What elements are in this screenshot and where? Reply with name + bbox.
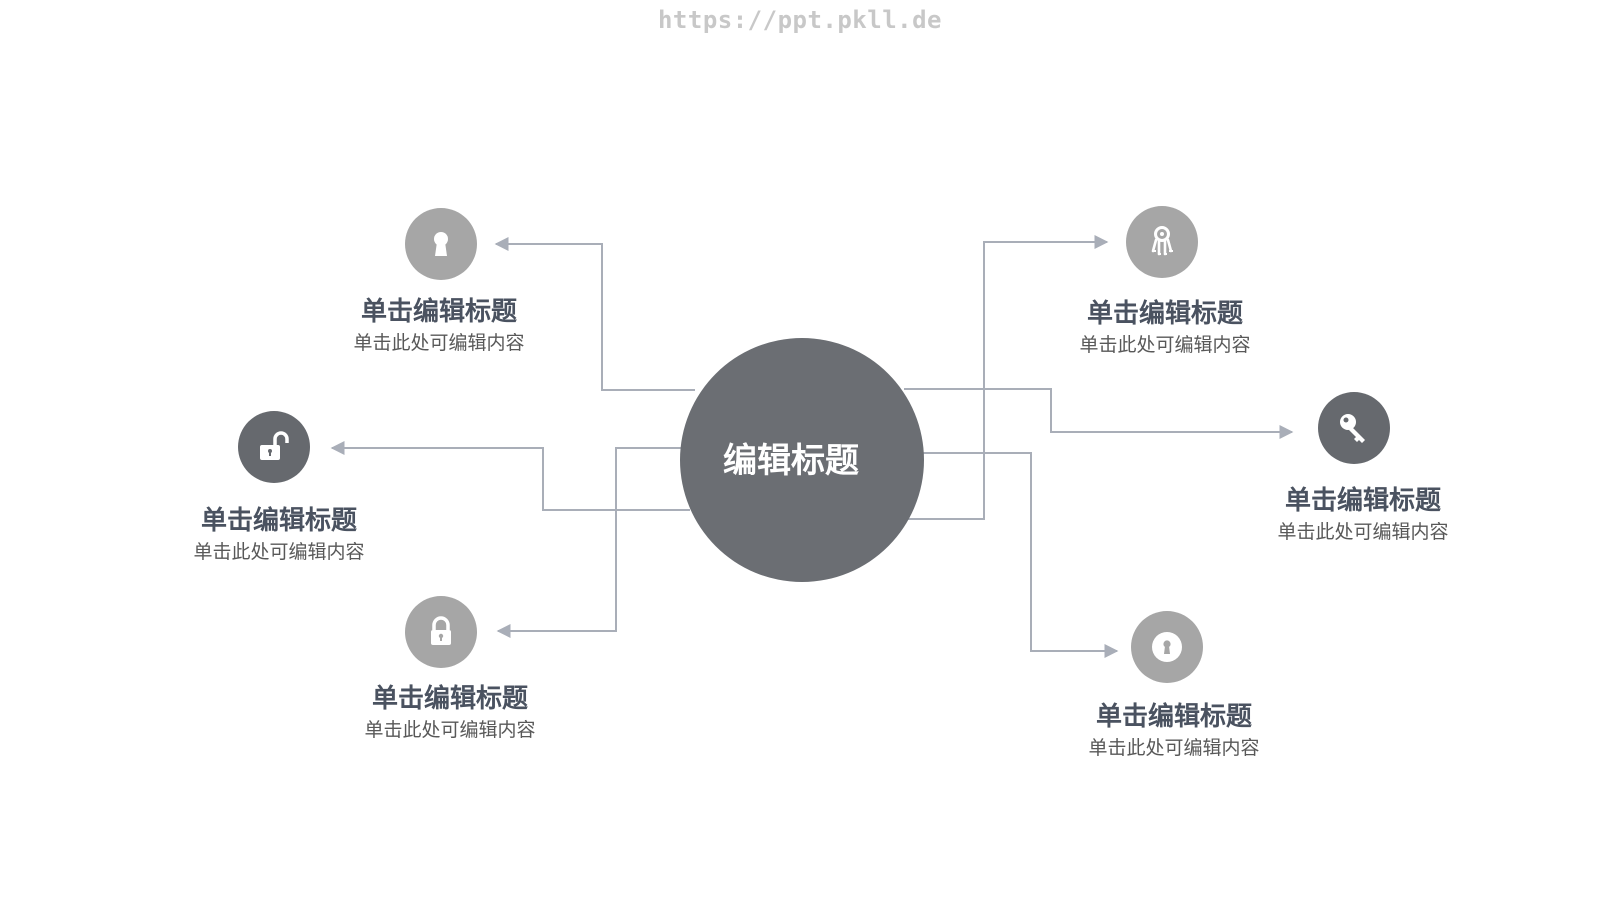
padlock-icon [405,596,477,668]
key-ring-icon [1126,206,1198,278]
center-title[interactable]: 编辑标题 [723,440,859,481]
node-description[interactable]: 单击此处可编辑内容 [1088,737,1260,759]
node-top-right-text: 单击编辑标题 单击此处可编辑内容 [1045,297,1285,359]
connector-top-left [494,237,695,391]
watermark-url: https://ppt.pkll.de [657,6,943,34]
node-title[interactable]: 单击编辑标题 [371,684,528,714]
node-middle-right-text: 单击编辑标题 单击此处可编辑内容 [1243,484,1483,546]
keyhole-circle-icon [1131,611,1203,683]
connector-middle-left [330,441,690,511]
node-title[interactable]: 单击编辑标题 [1095,702,1252,732]
connector-top-right [908,235,1109,520]
connector-bottom-right [922,452,1119,658]
node-description[interactable]: 单击此处可编辑内容 [353,332,525,354]
keyhole-icon [405,208,477,280]
node-description[interactable]: 单击此处可编辑内容 [193,541,365,563]
node-title[interactable]: 单击编辑标题 [1284,486,1441,516]
node-description[interactable]: 单击此处可编辑内容 [1277,521,1449,543]
node-middle-left-text: 单击编辑标题 单击此处可编辑内容 [159,504,399,566]
node-title[interactable]: 单击编辑标题 [200,506,357,536]
node-title[interactable]: 单击编辑标题 [360,297,517,327]
connector-middle-right [904,388,1294,439]
node-title[interactable]: 单击编辑标题 [1086,299,1243,329]
node-description[interactable]: 单击此处可编辑内容 [1079,334,1251,356]
node-bottom-right-text: 单击编辑标题 单击此处可编辑内容 [1054,700,1294,762]
unlocked-padlock-icon [238,411,310,483]
node-top-left-text: 单击编辑标题 单击此处可编辑内容 [319,295,559,357]
node-bottom-left-text: 单击编辑标题 单击此处可编辑内容 [330,682,570,744]
node-description[interactable]: 单击此处可编辑内容 [364,719,536,741]
key-icon [1318,392,1390,464]
center-circle[interactable]: 编辑标题 [680,338,924,582]
connector-bottom-left [496,447,682,638]
